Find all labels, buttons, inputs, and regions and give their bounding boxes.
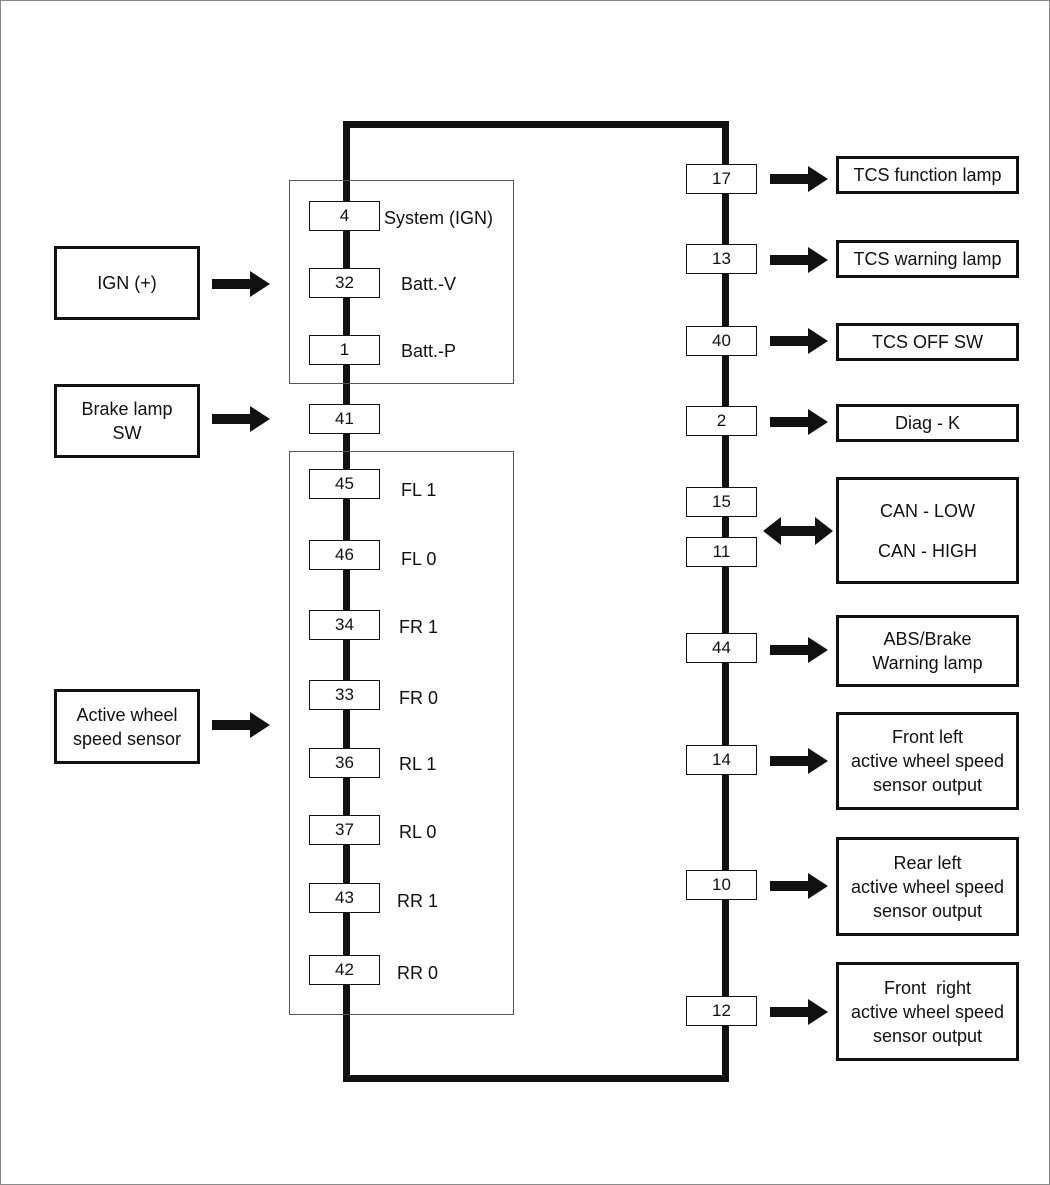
pin-label-rr1: RR 1: [397, 891, 439, 911]
front-right-line-2: active wheel speed: [850, 1001, 1005, 1022]
front-left-output-box: Front left active wheel speed sensor out…: [836, 712, 1019, 810]
right-pin-14: 14: [686, 745, 757, 775]
tcs-warning-lamp-box: TCS warning lamp: [836, 240, 1019, 278]
can-bus-box: CAN - LOW CAN - HIGH: [836, 477, 1019, 584]
tcs-off-sw-box: TCS OFF SW: [836, 323, 1019, 361]
left-pin-41: 41: [309, 404, 380, 434]
abs-brake-line-1: ABS/Brake: [883, 629, 972, 649]
power-pin-group: [289, 180, 514, 384]
rear-left-arrow-icon: [770, 873, 828, 899]
can-bidirectional-arrow-icon: [763, 517, 833, 545]
pin-label-fr1: FR 1: [399, 617, 439, 637]
ign-arrow-icon: [212, 271, 270, 297]
tcs-function-arrow-icon: [770, 166, 828, 192]
can-low-label: CAN - LOW: [879, 500, 975, 521]
right-pin-11: 11: [686, 537, 757, 567]
left-pin-32: 32: [309, 268, 380, 298]
front-right-output-box: Front right active wheel speed sensor ou…: [836, 962, 1019, 1061]
pin-label-batt-v: Batt.-V: [401, 274, 457, 294]
front-right-line-3: sensor output: [872, 1025, 983, 1046]
front-right-arrow-icon: [770, 999, 828, 1025]
pin-label-fl0: FL 0: [401, 549, 437, 569]
left-pin-1: 1: [309, 335, 380, 365]
tcs-function-lamp-label: TCS function lamp: [853, 165, 1002, 185]
left-pin-43: 43: [309, 883, 380, 913]
left-pin-34: 34: [309, 610, 380, 640]
right-pin-10: 10: [686, 870, 757, 900]
left-pin-46: 46: [309, 540, 380, 570]
abs-brake-arrow-icon: [770, 637, 828, 663]
rear-left-line-3: sensor output: [872, 900, 983, 921]
pin-label-rl0: RL 0: [399, 822, 437, 842]
right-pin-12: 12: [686, 996, 757, 1026]
brake-lamp-arrow-icon: [212, 406, 270, 432]
wheel-sensor-arrow-icon: [212, 712, 270, 738]
rear-left-line-1: Rear left: [893, 852, 962, 873]
ecu-body: [343, 121, 729, 1082]
tcs-warning-arrow-icon: [770, 247, 828, 273]
right-pin-40: 40: [686, 326, 757, 356]
brake-lamp-line-2: SW: [112, 423, 142, 443]
ign-input-box: IGN (+): [54, 246, 200, 320]
rear-left-output-box: Rear left active wheel speed sensor outp…: [836, 837, 1019, 936]
pin-label-fr0: FR 0: [399, 688, 439, 708]
diag-k-label: Diag - K: [894, 413, 961, 433]
left-pin-4: 4: [309, 201, 380, 231]
front-left-line-2: active wheel speed: [850, 751, 1005, 771]
brake-lamp-sw-box: Brake lamp SW: [54, 384, 200, 458]
right-pin-17: 17: [686, 164, 757, 194]
ign-input-label: IGN (+): [97, 273, 157, 293]
abs-brake-warning-box: ABS/Brake Warning lamp: [836, 615, 1019, 687]
right-pin-2: 2: [686, 406, 757, 436]
pin-label-batt-p: Batt.-P: [401, 341, 457, 361]
rear-left-line-2: active wheel speed: [850, 876, 1005, 897]
left-pin-42: 42: [309, 955, 380, 985]
abs-brake-line-2: Warning lamp: [872, 653, 983, 673]
wheel-sensor-line-1: Active wheel: [76, 704, 178, 725]
tcs-off-arrow-icon: [770, 328, 828, 354]
right-pin-44: 44: [686, 633, 757, 663]
front-right-line-1: Front right: [883, 977, 972, 998]
pin-label-system-ign: System (IGN): [384, 208, 494, 228]
tcs-warning-lamp-label: TCS warning lamp: [853, 249, 1002, 269]
diag-k-box: Diag - K: [836, 404, 1019, 442]
pin-label-fl1: FL 1: [401, 480, 437, 500]
front-left-line-3: sensor output: [872, 775, 983, 795]
pin-label-rl1: RL 1: [399, 754, 437, 774]
pin-label-rr0: RR 0: [397, 963, 439, 983]
can-high-label: CAN - HIGH: [878, 540, 977, 561]
brake-lamp-line-1: Brake lamp: [81, 399, 173, 419]
left-pin-37: 37: [309, 815, 380, 845]
wheel-sensor-line-2: speed sensor: [72, 728, 182, 749]
front-left-arrow-icon: [770, 748, 828, 774]
left-pin-36: 36: [309, 748, 380, 778]
right-pin-13: 13: [686, 244, 757, 274]
right-pin-15: 15: [686, 487, 757, 517]
wheel-speed-sensor-box: Active wheel speed sensor: [54, 689, 200, 764]
left-pin-45: 45: [309, 469, 380, 499]
front-left-line-1: Front left: [891, 727, 964, 747]
tcs-function-lamp-box: TCS function lamp: [836, 156, 1019, 194]
wheel-sensor-pin-group: [289, 451, 514, 1015]
tcs-off-sw-label: TCS OFF SW: [872, 332, 983, 352]
left-pin-33: 33: [309, 680, 380, 710]
diag-k-arrow-icon: [770, 409, 828, 435]
